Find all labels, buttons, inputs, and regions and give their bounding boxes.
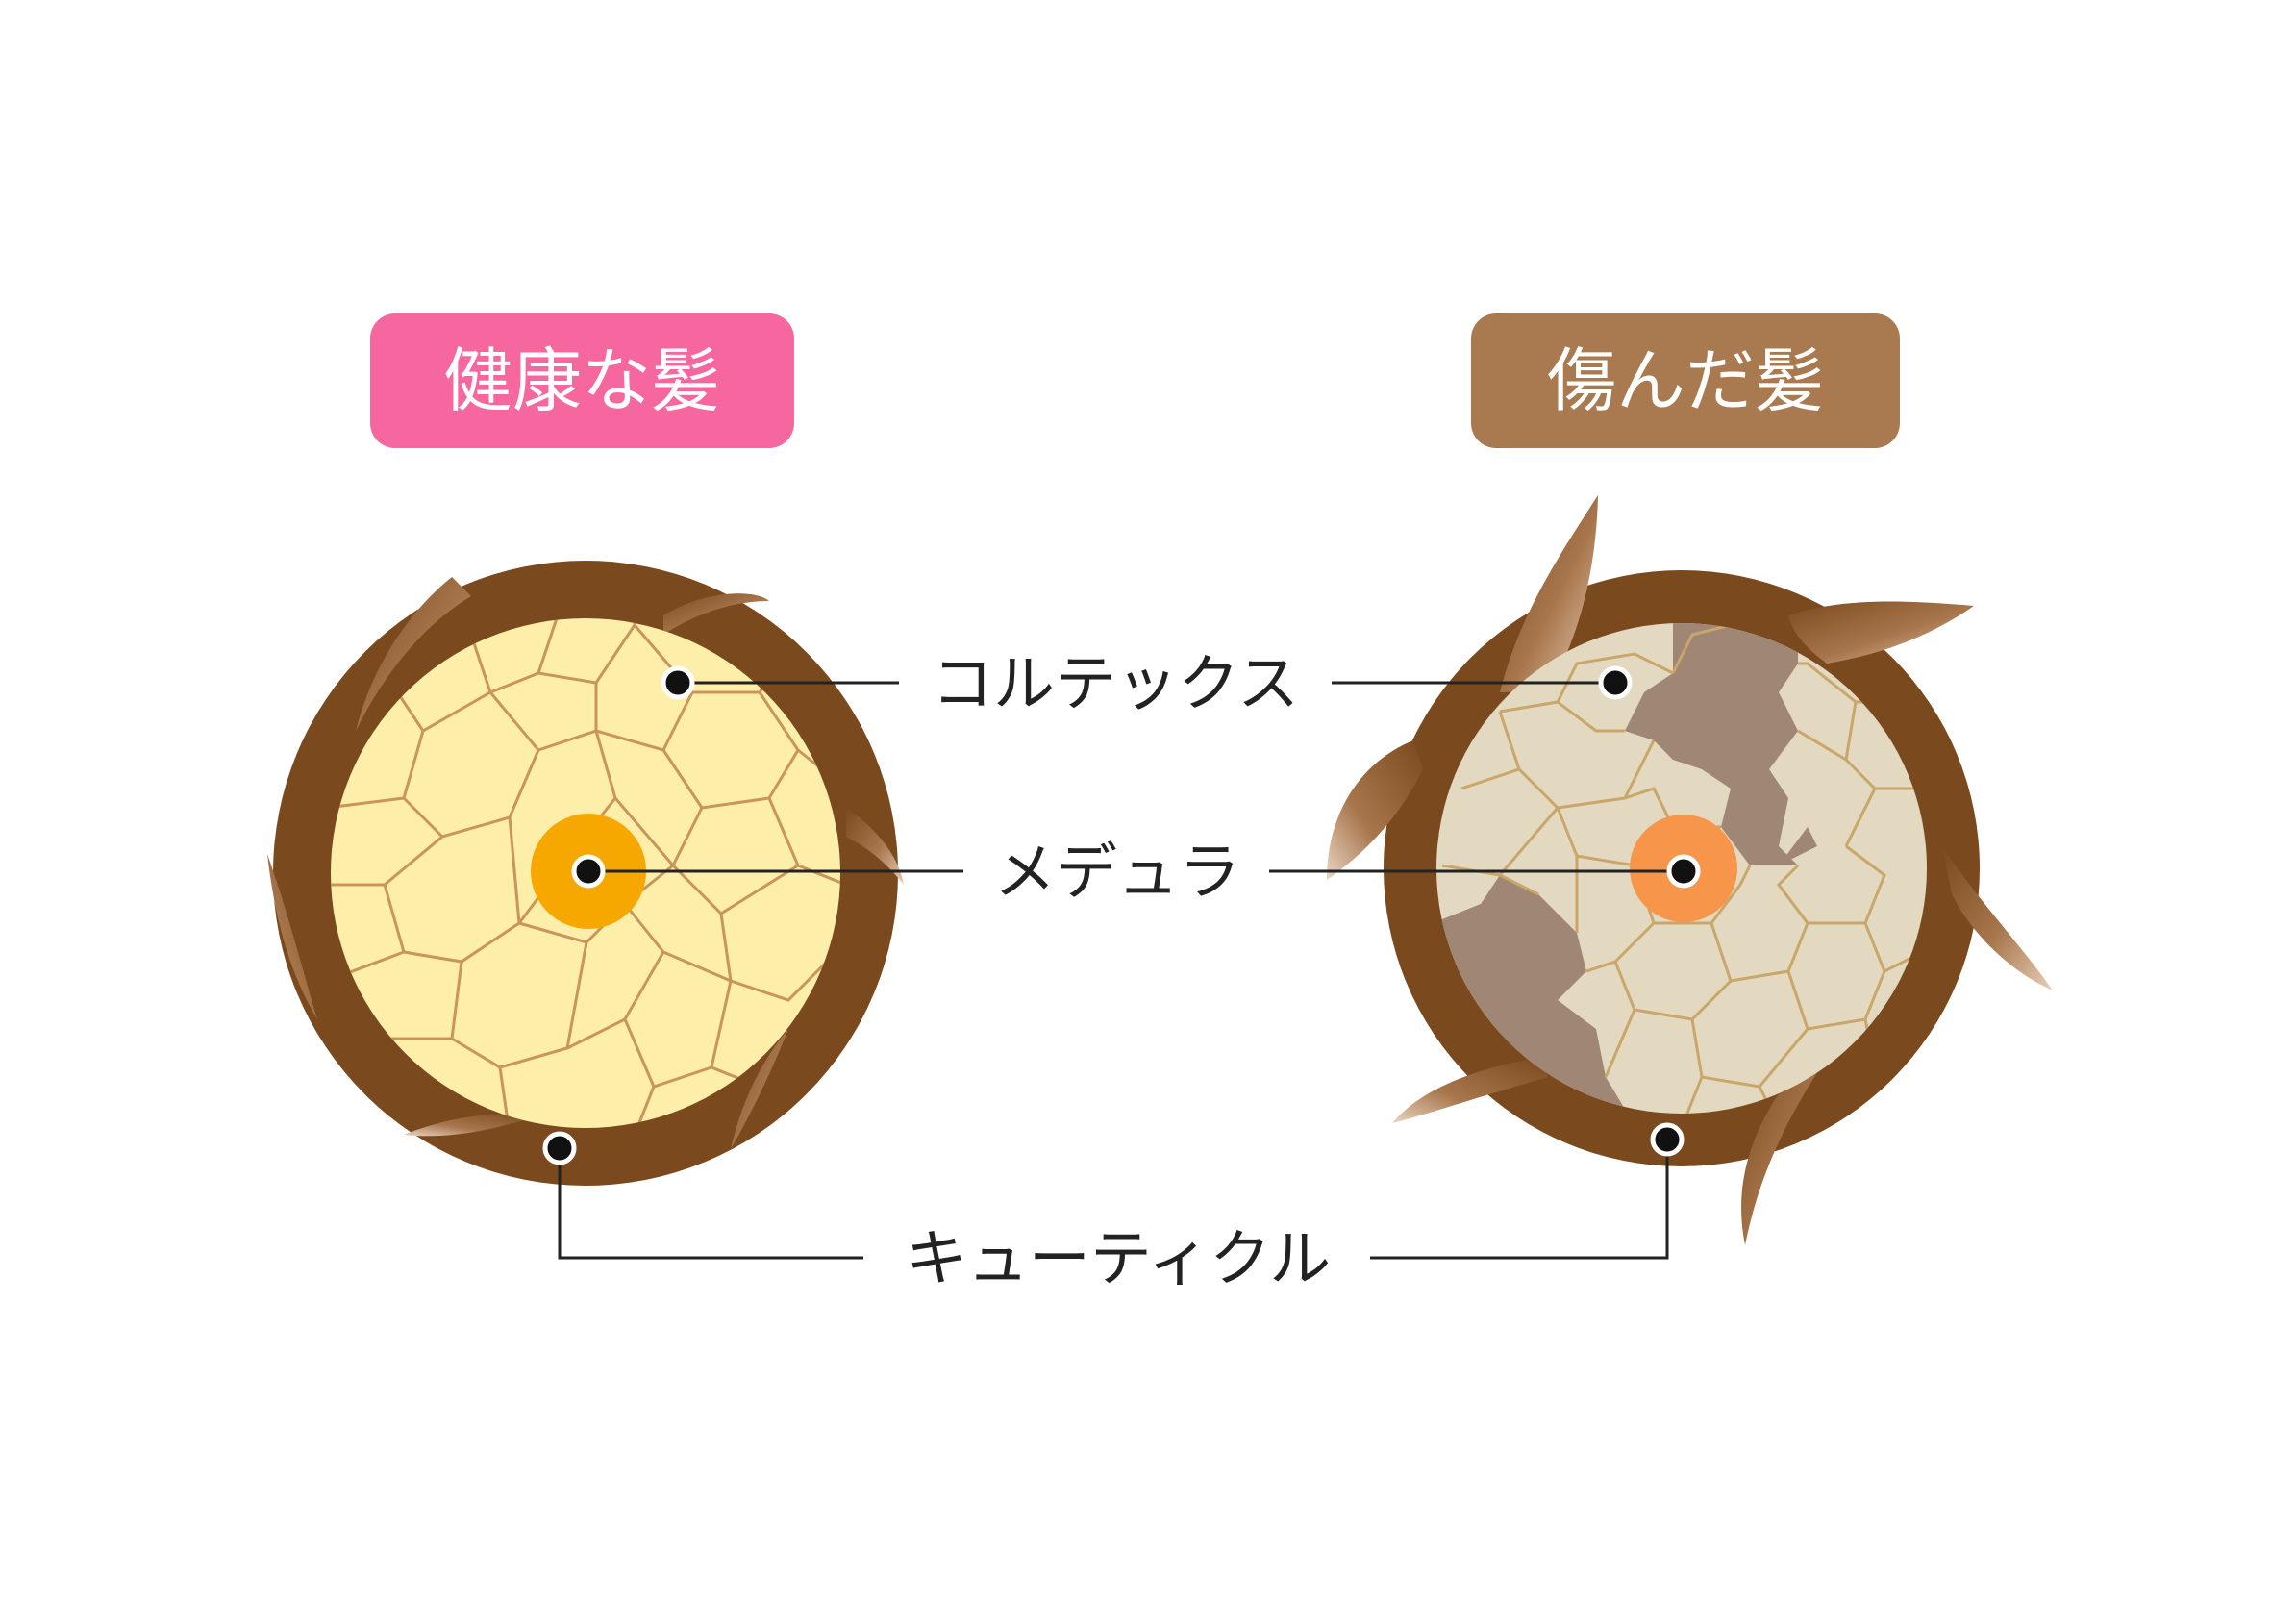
healthy-cuticle-flap (404, 1114, 538, 1137)
cuticle-leader-right (1370, 1140, 1669, 1260)
damaged-hair-badge: 傷んだ髪 (1471, 313, 1900, 448)
damaged-cuticle-flap (1942, 846, 2053, 990)
damaged-cuticle-flap (1788, 601, 1974, 664)
healthy-cuticle-flap (846, 808, 904, 885)
callout-leader-lines (558, 681, 1684, 1260)
cuticle-leader-left (558, 1148, 863, 1260)
cuticle-label: キューティクル (906, 1224, 1331, 1295)
healthy-cortex-marker-dot (661, 665, 695, 700)
damaged-cuticle-flap (1327, 740, 1423, 880)
healthy-hair-badge-background (370, 313, 794, 448)
medulla-label: メデュラ (994, 838, 1240, 909)
damaged-cuticle-marker-dot (1650, 1122, 1685, 1157)
damaged-cuticle-flaps (1327, 495, 2053, 1245)
damaged-cortex-marker-dot (1598, 665, 1633, 700)
damaged-hair-badge-background (1471, 313, 1900, 448)
healthy-cuticle-marker-dot (542, 1131, 577, 1165)
damaged-cuticle-flap (1500, 495, 1598, 692)
damaged-cuticle-flap (1392, 1058, 1548, 1123)
healthy-cuticle-flaps (267, 577, 904, 1149)
callout-markers (542, 665, 1701, 1165)
damaged-cuticle-flap (1741, 1058, 1827, 1245)
damaged-medulla-marker-dot (1666, 854, 1701, 889)
healthy-cuticle-flap (267, 854, 317, 1019)
healthy-hair-badge: 健康な髪 (370, 313, 794, 448)
healthy-cuticle-flap (731, 1029, 788, 1149)
healthy-cuticle-flap (356, 577, 471, 731)
healthy-medulla-marker-dot (571, 854, 606, 889)
damaged-hair-title: 傷んだ髪 (1547, 340, 1824, 421)
callout-labels: コルテックス メデュラ キューティクル (906, 649, 1331, 1295)
cortex-label: コルテックス (932, 649, 1299, 720)
healthy-hair-title: 健康な髪 (443, 340, 720, 421)
healthy-cuticle-flap (663, 593, 769, 635)
